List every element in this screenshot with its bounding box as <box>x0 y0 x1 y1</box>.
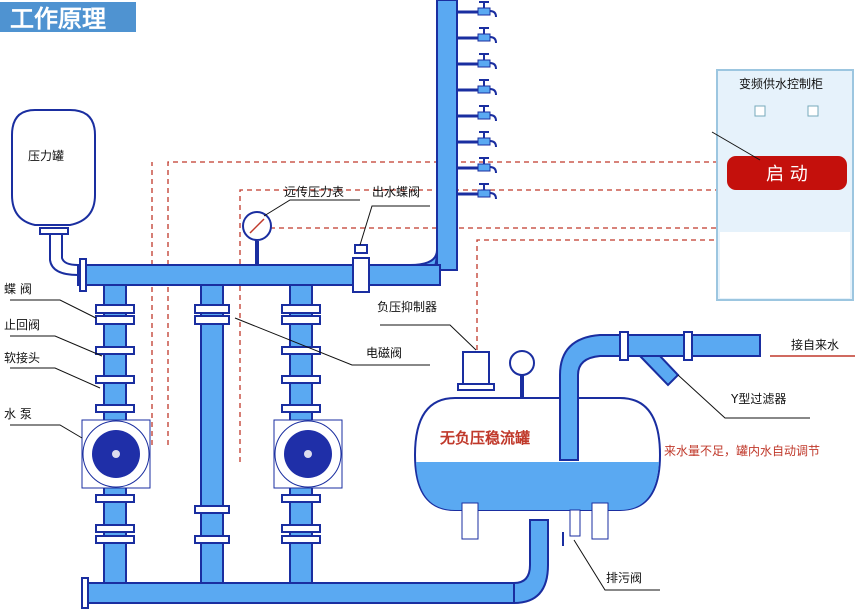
label-remote-gauge: 远传压力表 <box>284 184 344 199</box>
leader-lines <box>10 131 810 591</box>
pump-2[interactable] <box>273 419 343 489</box>
pump-1[interactable] <box>81 419 151 489</box>
label-y-filter: Y型过滤器 <box>730 392 786 406</box>
start-button[interactable] <box>727 156 847 190</box>
y-filter[interactable] <box>637 355 680 387</box>
label-outlet-valve: 出水蝶阀 <box>372 184 420 199</box>
faucet-icon[interactable] <box>457 157 497 174</box>
faucet-icon[interactable] <box>457 27 497 44</box>
suction-pipe <box>83 582 515 604</box>
drain-valve[interactable] <box>562 509 581 546</box>
bypass-line <box>194 284 230 586</box>
faucet-group <box>457 1 497 200</box>
faucet-icon[interactable] <box>457 1 497 18</box>
pressure-tank[interactable] <box>11 109 96 276</box>
pressure-tank-label: 压力罐 <box>28 149 64 163</box>
faucet-icon[interactable] <box>457 183 497 200</box>
negative-pressure-suppressor[interactable] <box>457 351 495 391</box>
label-inlet: 接自来水 <box>791 337 839 352</box>
label-flex-joint: 软接头 <box>4 350 40 365</box>
label-solenoid-valve: 电磁阀 <box>366 345 402 360</box>
riser-pipe <box>436 0 458 271</box>
control-lines <box>151 161 725 462</box>
title-banner <box>0 2 136 32</box>
label-pump: 水 泵 <box>4 407 32 421</box>
start-button-label: 启 动 <box>766 164 808 185</box>
label-drain-valve: 排污阀 <box>606 571 642 585</box>
page-title: 工作原理 <box>10 5 106 33</box>
tank-label: 无负压稳流罐 <box>439 429 530 447</box>
cabinet-title: 变频供水控制柜 <box>739 76 823 91</box>
header-pipe <box>77 264 441 286</box>
label-butterfly-valve: 蝶 阀 <box>4 281 32 296</box>
label-suppressor: 负压抑制器 <box>377 299 437 314</box>
stabilizing-tank[interactable] <box>413 397 662 540</box>
label-check-valve: 止回阀 <box>4 318 40 332</box>
faucet-icon[interactable] <box>457 131 497 148</box>
tank-pressure-gauge <box>509 350 535 398</box>
outlet-butterfly-valve[interactable] <box>352 244 370 293</box>
faucet-icon[interactable] <box>457 53 497 70</box>
suction-elbow <box>513 519 549 605</box>
inlet-pipe <box>559 334 761 461</box>
remote-pressure-gauge[interactable] <box>242 211 272 265</box>
auto-adjust-note: 来水量不足，罐内水自动调节 <box>664 444 820 458</box>
faucet-icon[interactable] <box>457 79 497 96</box>
faucet-icon[interactable] <box>457 105 497 122</box>
